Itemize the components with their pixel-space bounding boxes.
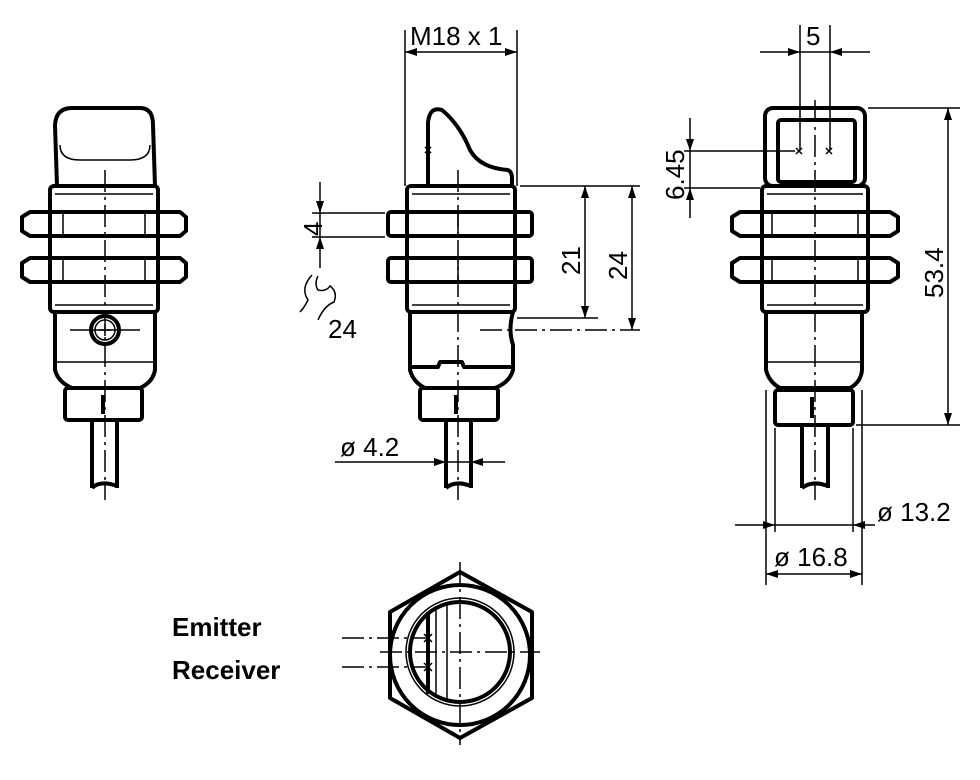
dim-24-label: 24 <box>603 251 633 280</box>
thread-dimension-label: M18 x 1 <box>410 21 503 51</box>
receiver-label: Receiver <box>172 655 280 685</box>
cable-diameter-label: ø 4.2 <box>340 432 399 462</box>
dim-21-label: 21 <box>556 246 586 275</box>
front-view <box>20 106 188 500</box>
nut-width-label: 4 <box>298 222 328 236</box>
wrench-icon <box>299 274 337 321</box>
top-view: Emitter Receiver <box>172 562 540 745</box>
overall-length-label: 53.4 <box>919 247 949 298</box>
emitter-label: Emitter <box>172 612 262 642</box>
rear-view: 5 6.45 53.4 ø 13.2 ø 16.8 <box>660 21 960 585</box>
lens-height-label: 6.45 <box>660 149 690 200</box>
lens-spacing-label: 5 <box>806 21 820 51</box>
body-diameter-label: ø 16.8 <box>774 542 848 572</box>
side-view: M18 x 1 4 24 21 24 ø 4.2 <box>298 21 640 500</box>
wrench-size-label: 24 <box>328 314 357 344</box>
connector-diameter-label: ø 13.2 <box>877 497 951 527</box>
